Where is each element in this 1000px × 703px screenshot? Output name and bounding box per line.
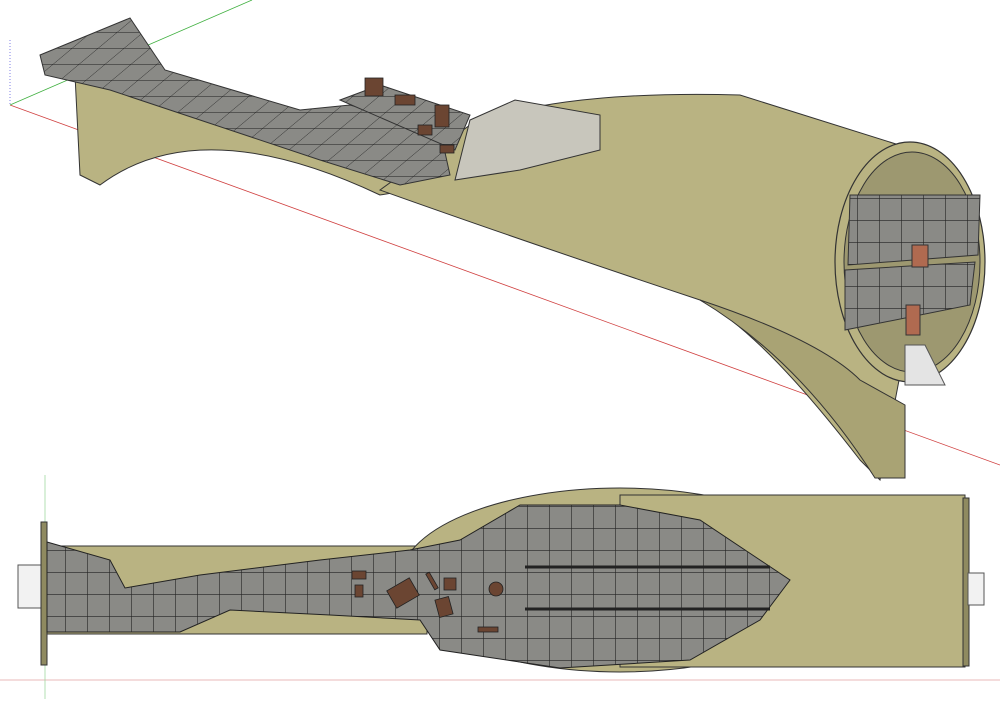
bridge-floor xyxy=(39,17,451,186)
tube-lower-sweep xyxy=(699,299,906,479)
lower-deck xyxy=(844,261,976,331)
door-lower xyxy=(905,304,921,336)
right-stairs xyxy=(967,572,985,606)
upper-deck xyxy=(847,194,981,266)
floor-plan-tiles xyxy=(46,504,791,669)
stairs xyxy=(904,344,946,386)
top-furniture xyxy=(351,570,504,633)
top-view-model[interactable] xyxy=(17,487,985,673)
door xyxy=(911,244,929,268)
perspective-model[interactable] xyxy=(39,17,986,482)
furniture xyxy=(364,77,455,154)
left-stairs xyxy=(17,564,43,609)
left-end-wall xyxy=(40,521,48,666)
tube-body xyxy=(378,93,916,482)
interior-walls xyxy=(454,99,601,181)
